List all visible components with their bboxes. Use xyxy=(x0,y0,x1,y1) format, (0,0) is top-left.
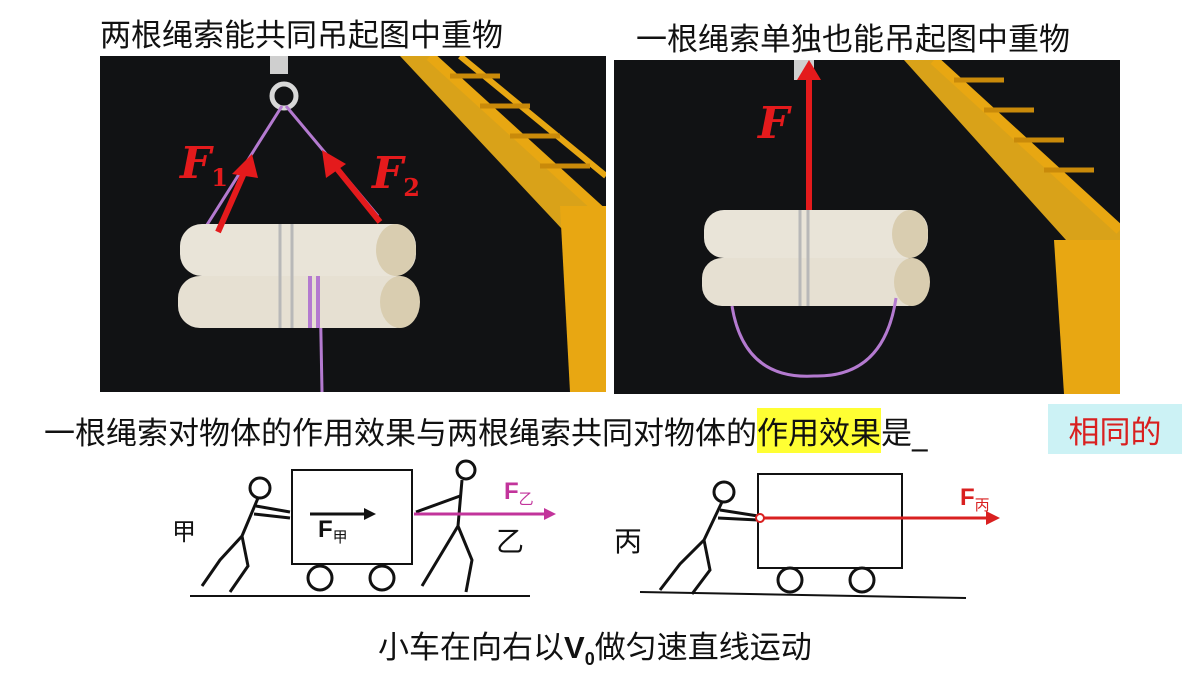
right-photo-caption: 一根绳索单独也能吊起图中重物 xyxy=(636,22,1070,58)
scene-label-bing: 丙 xyxy=(614,525,643,558)
push-pull-cart-scene xyxy=(190,459,556,597)
sentence-text: 一根绳索对物体的作用效果与两根绳索共同对物体的 xyxy=(44,416,757,452)
highlighted-phrase: 作用效果 xyxy=(757,408,881,453)
velocity-symbol: V0 xyxy=(564,630,595,670)
pulling-person xyxy=(415,459,477,593)
motion-caption: 小车在向右以V0做匀速直线运动 xyxy=(378,622,812,670)
answer-box: 相同的 xyxy=(1048,404,1182,454)
crane-hook xyxy=(269,56,299,111)
two-ropes-illustration xyxy=(178,56,606,392)
cart-box xyxy=(291,469,413,565)
left-photo-caption: 两根绳索能共同吊起图中重物 xyxy=(100,18,503,54)
cart-wheel xyxy=(368,564,396,592)
cart-wheel xyxy=(776,566,804,594)
pushing-person xyxy=(200,476,291,593)
force-arrow-f2 xyxy=(327,158,383,224)
force-label-f-jia: F甲 xyxy=(318,516,348,546)
force-label-f-bing: F丙 xyxy=(960,484,990,514)
two-ropes-photo: F1 F2 xyxy=(100,56,606,392)
push-cart-scene xyxy=(639,473,1000,599)
crane-arm xyxy=(400,56,606,392)
scene-label-jia: 甲 xyxy=(172,518,196,546)
cart-box xyxy=(757,473,903,569)
conclusion-sentence: 一根绳索对物体的作用效果与两根绳索共同对物体的作用效果是_ xyxy=(44,408,928,453)
force-label-f: F xyxy=(758,98,790,149)
pushing-person xyxy=(658,480,759,595)
force-label-f1: F1 xyxy=(180,138,228,192)
cart-wheel xyxy=(848,566,876,594)
scene-label-yi: 乙 xyxy=(496,525,525,558)
crane-arm xyxy=(904,60,1120,394)
wooden-logs xyxy=(702,210,930,306)
hanging-rope xyxy=(730,297,898,378)
motion-caption-end: 做匀速直线运动 xyxy=(594,630,812,666)
force-label-f2: F2 xyxy=(372,148,420,202)
wooden-logs xyxy=(178,224,420,328)
force-label-f-yi: F乙 xyxy=(504,478,534,508)
one-rope-illustration xyxy=(702,60,1120,394)
sentence-blank: 是_ xyxy=(881,416,928,452)
one-rope-photo: F xyxy=(614,60,1120,394)
cart-wheel xyxy=(306,564,334,592)
motion-caption-start: 小车在向右以 xyxy=(378,630,564,666)
